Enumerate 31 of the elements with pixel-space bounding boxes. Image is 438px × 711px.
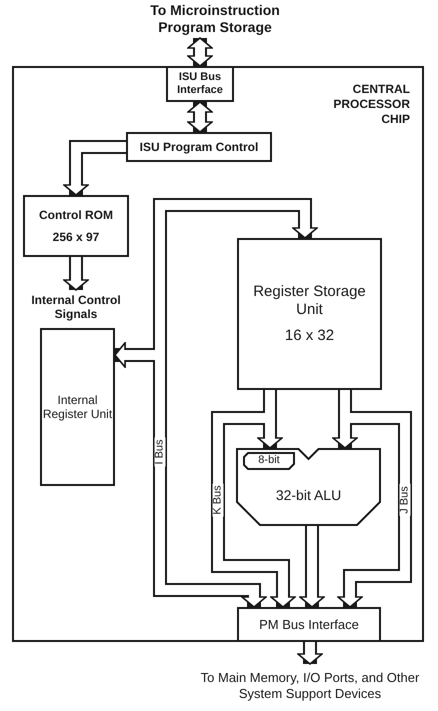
unit-box bbox=[40, 328, 115, 486]
bus-arrow bbox=[187, 37, 213, 67]
node-text: To Main Memory, I/O Ports, and Other System Support Devices bbox=[200, 670, 420, 702]
node-text: Internal Control Signals bbox=[30, 292, 122, 322]
unit-box bbox=[23, 195, 129, 257]
bus-arrow bbox=[63, 140, 126, 196]
unit-box bbox=[237, 238, 382, 390]
node-text: ISU Bus Interface bbox=[176, 70, 224, 98]
bus-arrow bbox=[63, 257, 89, 291]
node-text: 256 x 97 bbox=[52, 230, 100, 244]
node-text: To Microinstruction Program Storage bbox=[149, 2, 281, 36]
bus-label: K Bus bbox=[212, 483, 224, 517]
node-text: 8-bit bbox=[258, 454, 280, 468]
bus-arrow bbox=[187, 101, 213, 133]
node-text: Internal Register Unit bbox=[42, 392, 113, 422]
node-text: Control ROM bbox=[39, 208, 113, 222]
alu-block bbox=[236, 448, 381, 526]
unit-box bbox=[237, 607, 381, 642]
unit-box bbox=[166, 66, 234, 102]
node-text: PM Bus Interface bbox=[259, 616, 359, 632]
node-text: Register Storage Unit bbox=[252, 283, 367, 319]
chip-label: CENTRAL PROCESSOR CHIP bbox=[332, 82, 410, 127]
sub-unit-tag bbox=[243, 452, 295, 470]
bus-label: J Bus bbox=[400, 484, 410, 516]
node-text: 16 x 32 bbox=[284, 327, 334, 345]
chip-outline bbox=[12, 66, 424, 642]
bus-label: I Bus bbox=[154, 437, 166, 467]
node-text: 32-bit ALU bbox=[276, 487, 342, 504]
node-text: ISU Program Control bbox=[140, 140, 258, 154]
unit-box bbox=[126, 132, 272, 162]
bus-arrow bbox=[297, 642, 323, 665]
